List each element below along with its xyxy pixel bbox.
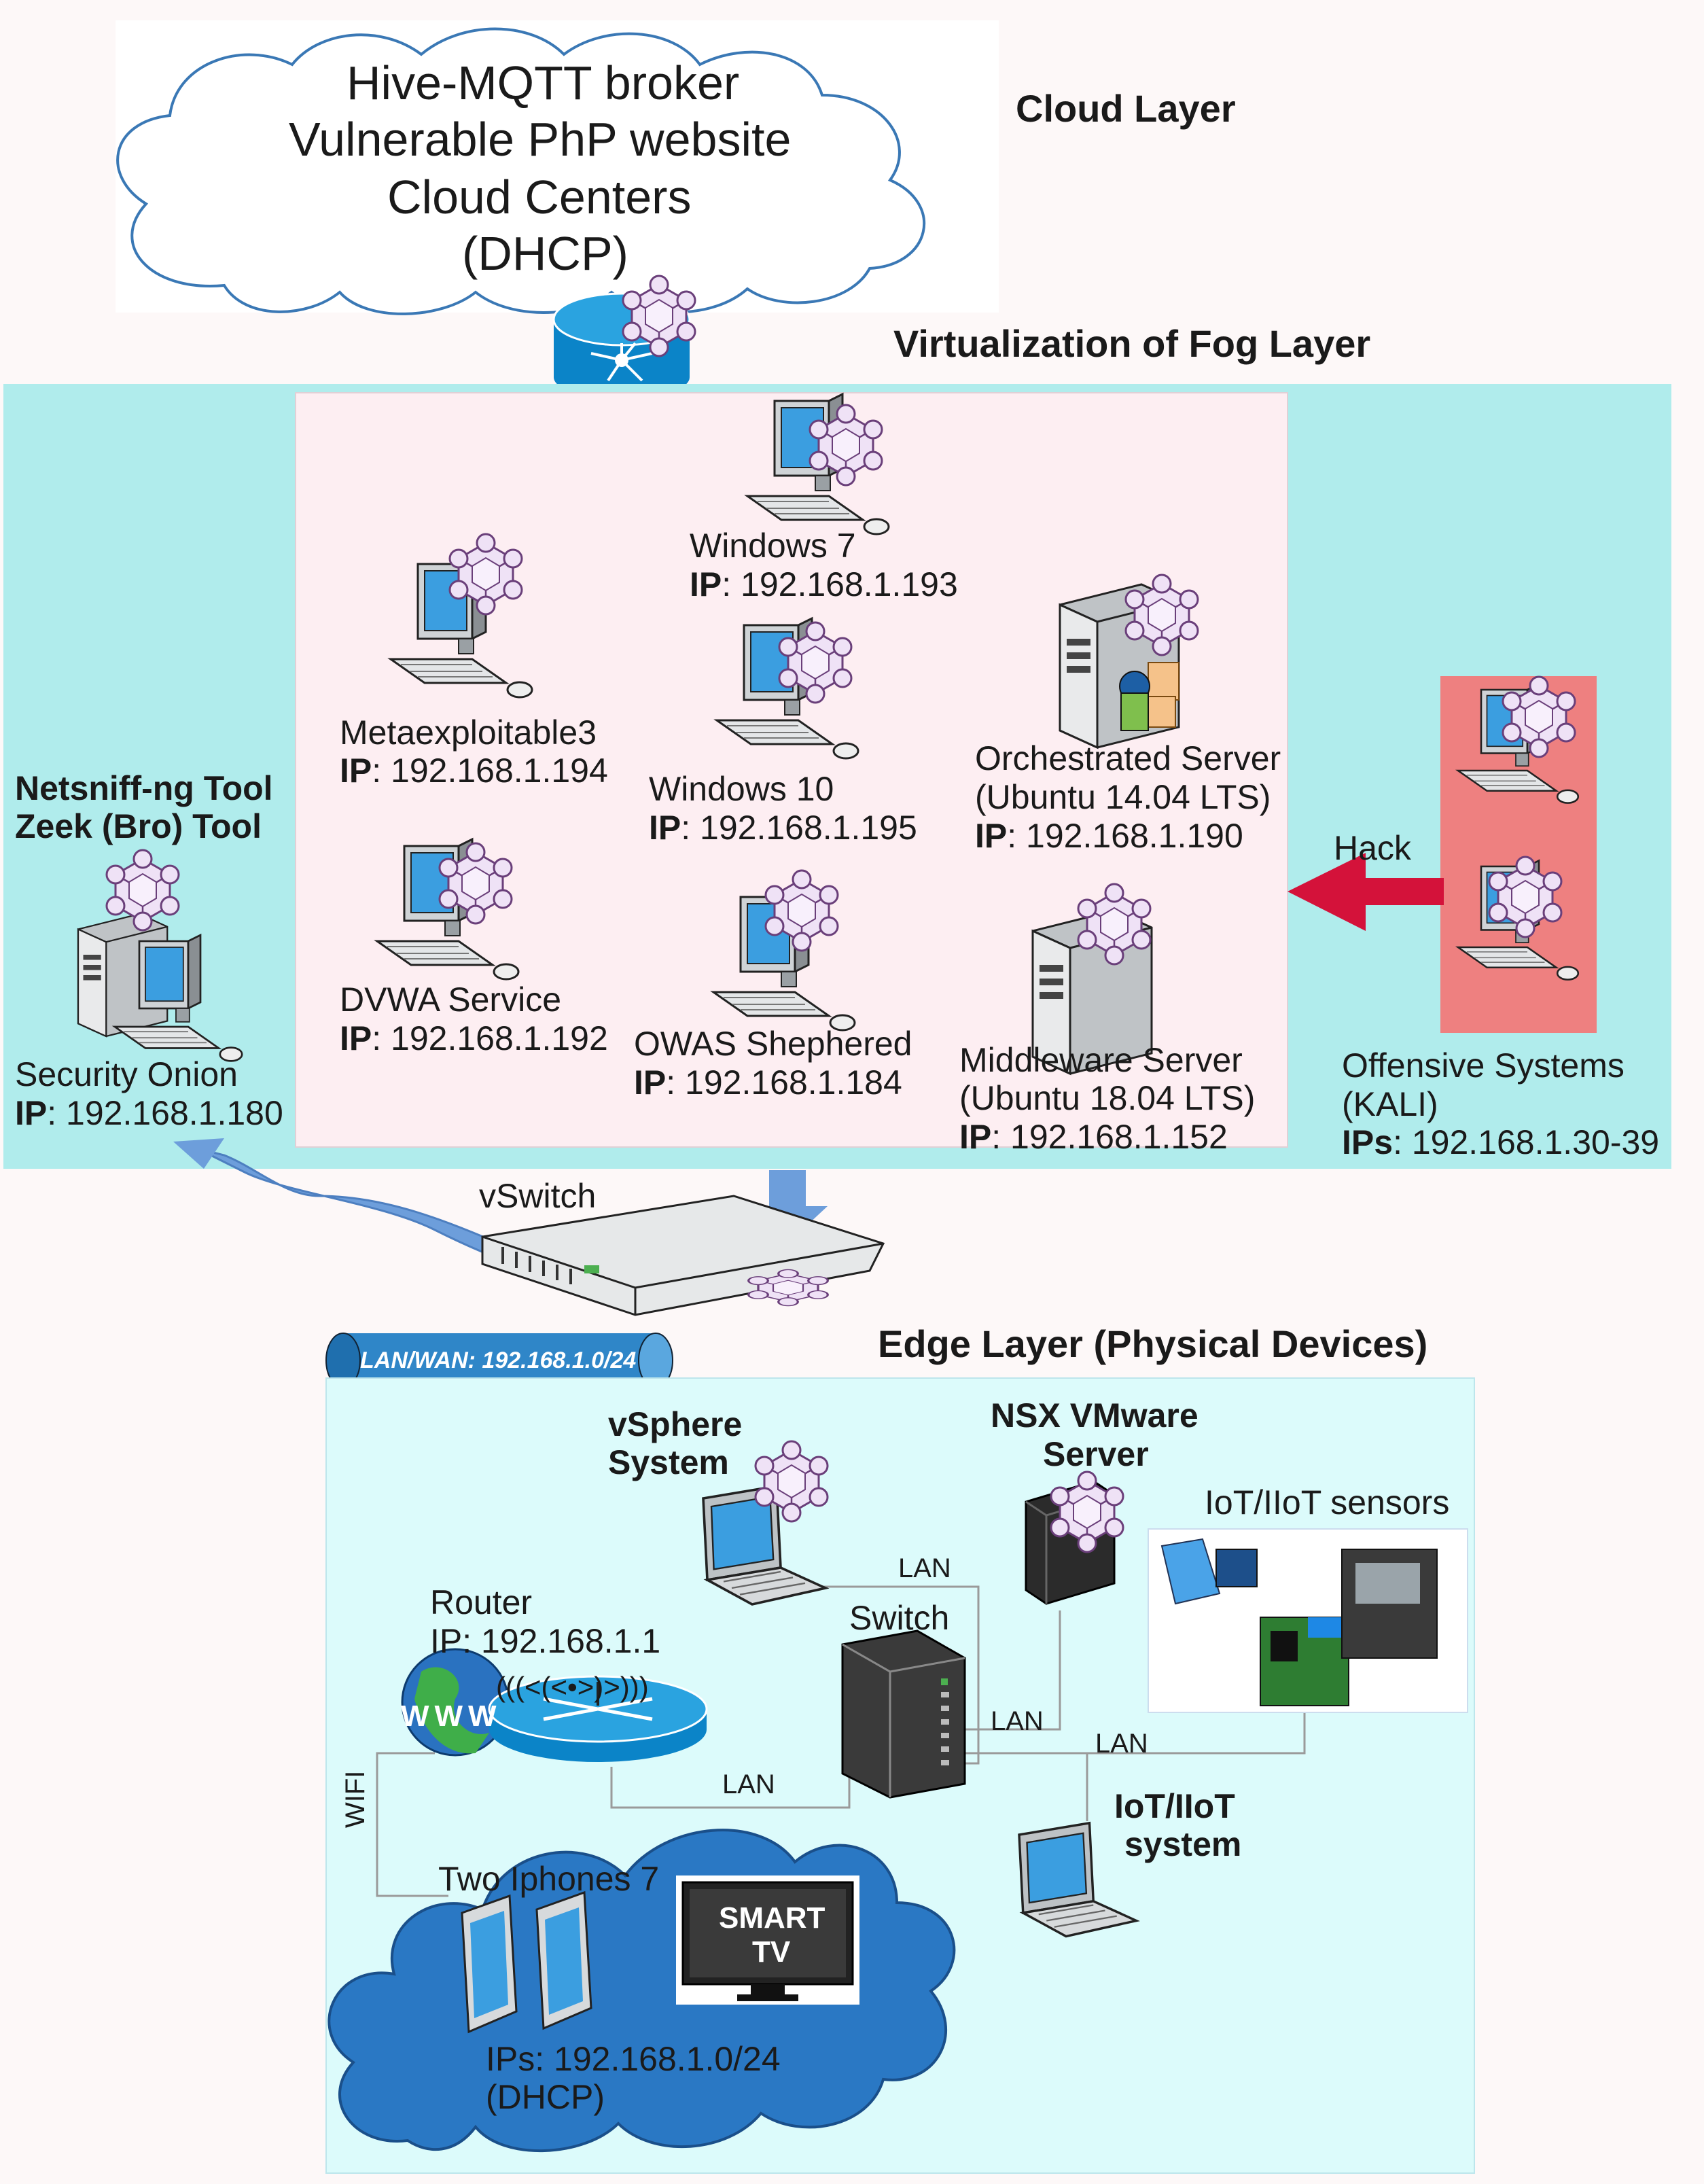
metaexploitable3-label: Metaexploitable3 <box>340 714 597 752</box>
iot-system-label-2: system <box>1124 1825 1242 1863</box>
security-onion-label: Security Onion <box>15 1055 238 1093</box>
iot-sensors-image <box>1148 1528 1468 1713</box>
windows10-ip: IP: 192.168.1.195 <box>649 809 917 847</box>
lan-label-3: LAN <box>1095 1729 1148 1759</box>
switch-label: Switch <box>849 1599 950 1637</box>
orchestrated-ip: IP: 192.168.1.190 <box>975 817 1243 855</box>
phones-label: Two Iphones 7 <box>438 1860 660 1898</box>
smart-tv-label-1: SMART <box>719 1901 826 1935</box>
www-label: WWW <box>401 1699 502 1733</box>
router-label: Router <box>430 1583 533 1621</box>
zeek-tool-label: Zeek (Bro) Tool <box>15 807 262 845</box>
cloud-layer-title: Cloud Layer <box>1016 87 1236 130</box>
security-onion-ip: IP: 192.168.1.180 <box>15 1094 283 1132</box>
offensive-label-2: (KALI) <box>1342 1085 1438 1123</box>
vsphere-label-1: vSphere <box>608 1405 743 1443</box>
cloud-shape <box>116 27 926 315</box>
windows10-label: Windows 10 <box>649 770 834 808</box>
cloud-line-2: Vulnerable PhP website <box>289 113 792 166</box>
wifi-waves-label: (((<(<•>)>))) <box>496 1671 649 1703</box>
dvwa-label: DVWA Service <box>340 981 562 1019</box>
hack-arrow-icon <box>1288 853 1444 931</box>
owas-label: OWAS Shephered <box>634 1025 912 1063</box>
wifi-label: WIFI <box>340 1770 370 1828</box>
iot-system-label-1: IoT/IIoT <box>1114 1787 1235 1825</box>
windows7-label: Windows 7 <box>690 527 856 565</box>
switch-icon <box>841 1630 966 1799</box>
cloud-line-1: Hive-MQTT broker <box>347 56 740 109</box>
offensive-label-1: Offensive Systems <box>1342 1046 1625 1085</box>
router-icon <box>401 1648 708 1762</box>
lan-label-1: LAN <box>898 1553 951 1583</box>
iot-sensors-label: IoT/IIoT sensors <box>1205 1483 1450 1521</box>
lan-label-4: LAN <box>722 1769 775 1799</box>
windows7-ip: IP: 192.168.1.193 <box>690 565 958 603</box>
fog-layer-title: Virtualization of Fog Layer <box>893 322 1371 365</box>
nsx-label-1: NSX VMware <box>991 1396 1199 1434</box>
dhcp-ips-label: IPs: 192.168.1.0/24 <box>486 2040 781 2078</box>
metaexploitable3-ip: IP: 192.168.1.194 <box>340 752 608 790</box>
iphone-2-icon <box>535 1890 592 2030</box>
orchestrated-label-1: Orchestrated Server <box>975 739 1281 777</box>
vsphere-label-2: System <box>608 1443 729 1481</box>
iphone-1-icon <box>461 1894 518 2034</box>
cloud-line-4: (DHCP) <box>462 227 628 280</box>
smart-tv-label-2: TV <box>752 1935 791 1969</box>
orchestrated-label-2: (Ubuntu 14.04 LTS) <box>975 778 1271 816</box>
lan-label-2: LAN <box>991 1706 1044 1736</box>
edge-layer-title: Edge Layer (Physical Devices) <box>878 1322 1428 1365</box>
lan-wan-label: LAN/WAN: 192.168.1.0/24 <box>360 1348 637 1373</box>
offensive-ip: IPs: 192.168.1.30-39 <box>1342 1123 1660 1161</box>
dvwa-ip: IP: 192.168.1.192 <box>340 1019 608 1057</box>
smart-tv-icon <box>676 1875 859 2005</box>
middleware-ip: IP: 192.168.1.152 <box>959 1118 1228 1156</box>
nsx-label-2: Server <box>1043 1435 1149 1473</box>
owas-ip: IP: 192.168.1.184 <box>634 1063 902 1102</box>
hack-label: Hack <box>1334 829 1411 867</box>
vswitch-label: vSwitch <box>479 1177 597 1215</box>
cloud-router-icon <box>552 275 696 398</box>
cloud-line-3: Cloud Centers <box>387 171 692 224</box>
router-ip: IP: 192.168.1.1 <box>430 1622 661 1660</box>
nsx-server-icon <box>1025 1470 1124 1605</box>
middleware-label-2: (Ubuntu 18.04 LTS) <box>959 1079 1256 1117</box>
dhcp-label: (DHCP) <box>486 2078 605 2116</box>
middleware-label-1: Middleware Server <box>959 1041 1243 1079</box>
netsniff-tool-label: Netsniff-ng Tool <box>15 769 273 807</box>
